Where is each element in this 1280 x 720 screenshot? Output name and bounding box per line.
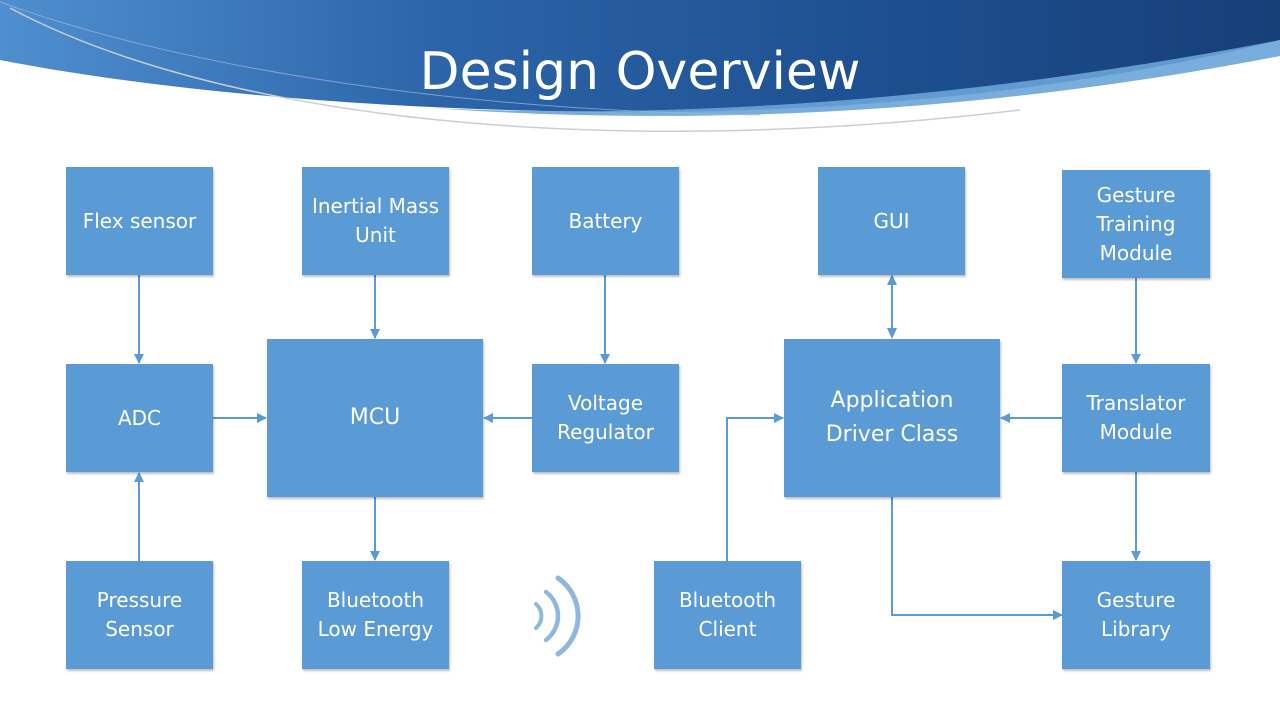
header-banner <box>0 0 1280 132</box>
translator-module-block: Translator Module <box>1062 364 1210 472</box>
wireless-signal-icon <box>534 575 581 657</box>
battery-block: Battery <box>532 167 679 275</box>
slide-title: Design Overview <box>419 42 861 102</box>
arrow-driver-to-library <box>891 497 1063 620</box>
pressure-sensor-block: Pressure Sensor <box>66 561 213 669</box>
mcu-block: MCU <box>267 339 483 497</box>
arrow-client-to-driver <box>726 413 784 561</box>
bluetooth-client-block: Bluetooth Client <box>654 561 801 669</box>
application-driver-class-block: Application Driver Class <box>784 339 1000 497</box>
bluetooth-low-energy-block: Bluetooth Low Energy <box>302 561 449 669</box>
gui-block: GUI <box>818 167 965 275</box>
adc-block: ADC <box>66 364 213 472</box>
gesture-training-module-block: Gesture Training Module <box>1062 170 1210 278</box>
inertial-mass-unit-block: Inertial Mass Unit <box>302 167 449 275</box>
flex-sensor-block: Flex sensor <box>66 167 213 275</box>
voltage-regulator-block: Voltage Regulator <box>532 364 679 472</box>
gesture-library-block: Gesture Library <box>1062 561 1210 669</box>
